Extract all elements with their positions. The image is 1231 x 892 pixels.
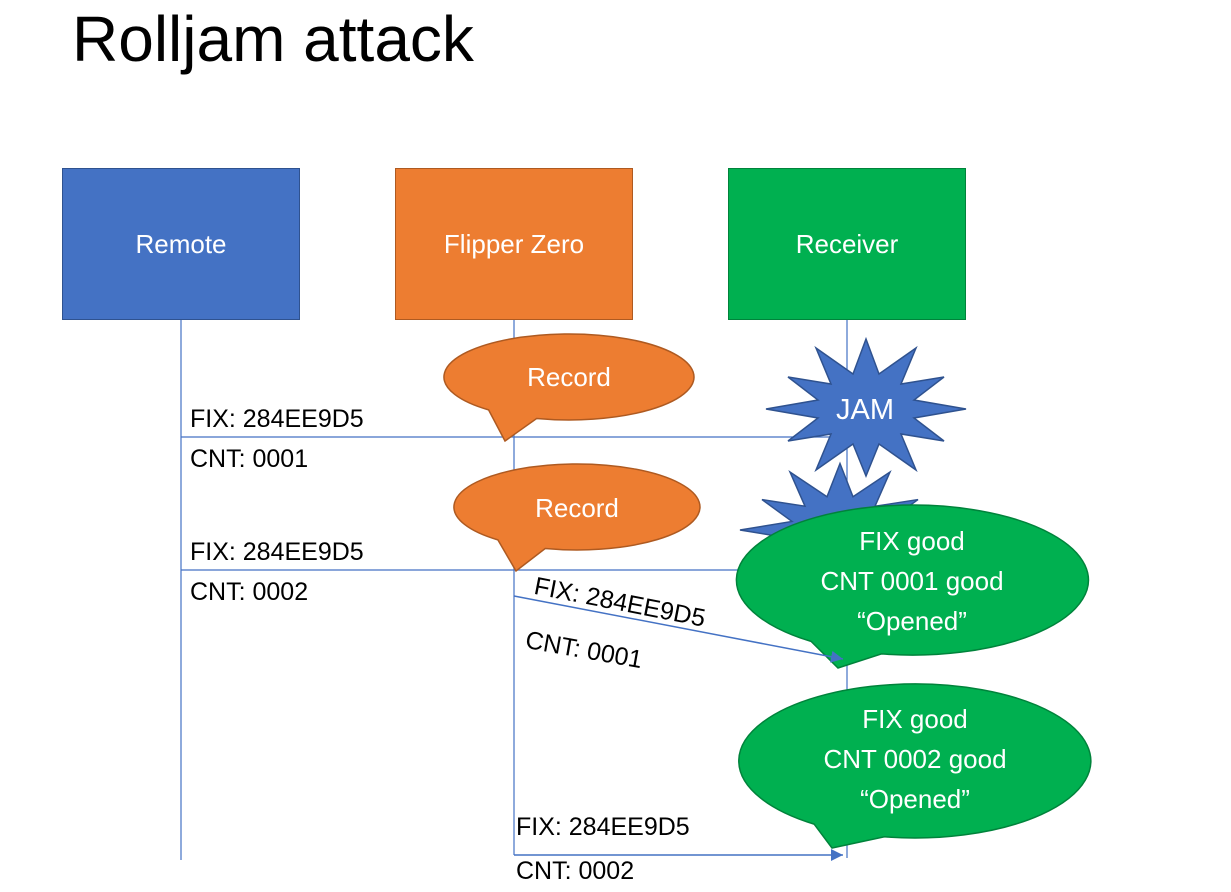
msg1-cnt-label: CNT: 0001	[190, 445, 309, 473]
actor-label-flipper-zero: Flipper Zero	[443, 228, 585, 259]
result1-line2: CNT 0001 good	[820, 566, 1004, 596]
result1-line1: FIX good	[859, 526, 965, 556]
result-callout-1	[735, 504, 1090, 669]
actor-label-remote: Remote	[135, 228, 227, 259]
msg4-fix-label: FIX: 284EE9D5	[516, 813, 690, 841]
result-callout-2	[738, 683, 1092, 849]
msg2-cnt-label: CNT: 0002	[190, 578, 309, 606]
actor-label-receiver: Receiver	[795, 228, 899, 259]
record-callout-2	[453, 463, 701, 573]
page-title: Rolljam attack	[72, 3, 474, 75]
record-callout-1-label: Record	[527, 362, 611, 392]
msg4-cnt-label: CNT: 0002	[516, 857, 635, 885]
result2-line2: CNT 0002 good	[823, 744, 1007, 774]
result2-line1: FIX good	[862, 704, 968, 734]
msg1-fix-label: FIX: 284EE9D5	[190, 405, 364, 433]
actor-box-remote: Remote	[62, 168, 300, 320]
record-callout-1	[443, 333, 695, 443]
result-callout-1-text: FIX good CNT 0001 good “Opened”	[752, 521, 1072, 641]
actor-box-receiver: Receiver	[728, 168, 966, 320]
replay-arrow-1	[513, 595, 844, 663]
actor-box-flipper-zero: Flipper Zero	[395, 168, 633, 320]
msg2-fix-label: FIX: 284EE9D5	[190, 538, 364, 566]
result-callout-2-text: FIX good CNT 0002 good “Opened”	[755, 699, 1075, 819]
result2-line3: “Opened”	[860, 784, 970, 814]
result1-line3: “Opened”	[857, 606, 967, 636]
jam-label: JAM	[836, 394, 894, 426]
record-callout-2-label: Record	[535, 493, 619, 523]
